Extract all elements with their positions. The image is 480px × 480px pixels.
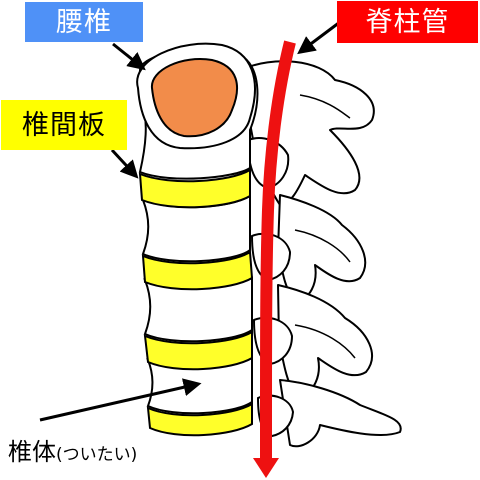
arrow-lumbar — [112, 42, 146, 71]
leader-arrows — [39, 20, 341, 422]
spinal-cord — [260, 40, 296, 462]
label-disc-text: 椎間板 — [22, 109, 106, 141]
disc-1 — [138, 168, 251, 209]
label-spinal-canal-text: 脊柱管 — [365, 6, 450, 38]
label-vertebral-body-text: 椎体 — [8, 438, 56, 466]
intervertebral-discs — [138, 168, 254, 437]
process-level-4 — [279, 379, 402, 448]
spinal-cord-arrowhead — [253, 458, 279, 478]
arrow-canal — [297, 20, 341, 55]
label-disc: 椎間板 — [1, 100, 127, 150]
spinal-canal-line — [253, 40, 296, 478]
label-spinal-canal: 脊柱管 — [337, 1, 478, 43]
label-vertebral-body-reading: (ついたい) — [56, 445, 138, 465]
process-level-2 — [277, 194, 367, 303]
disc-3 — [143, 330, 253, 371]
disc-4 — [146, 402, 253, 437]
arrow-disc — [110, 148, 139, 179]
label-lumbar: 腰椎 — [25, 2, 143, 42]
arrow-vertebral-body — [39, 378, 202, 422]
label-vertebral-body: 椎体(ついたい) — [8, 432, 137, 467]
label-lumbar-text: 腰椎 — [56, 6, 112, 38]
marrow-core — [150, 58, 239, 138]
top-vertebra-surface — [136, 42, 256, 150]
disc-2 — [141, 250, 254, 291]
